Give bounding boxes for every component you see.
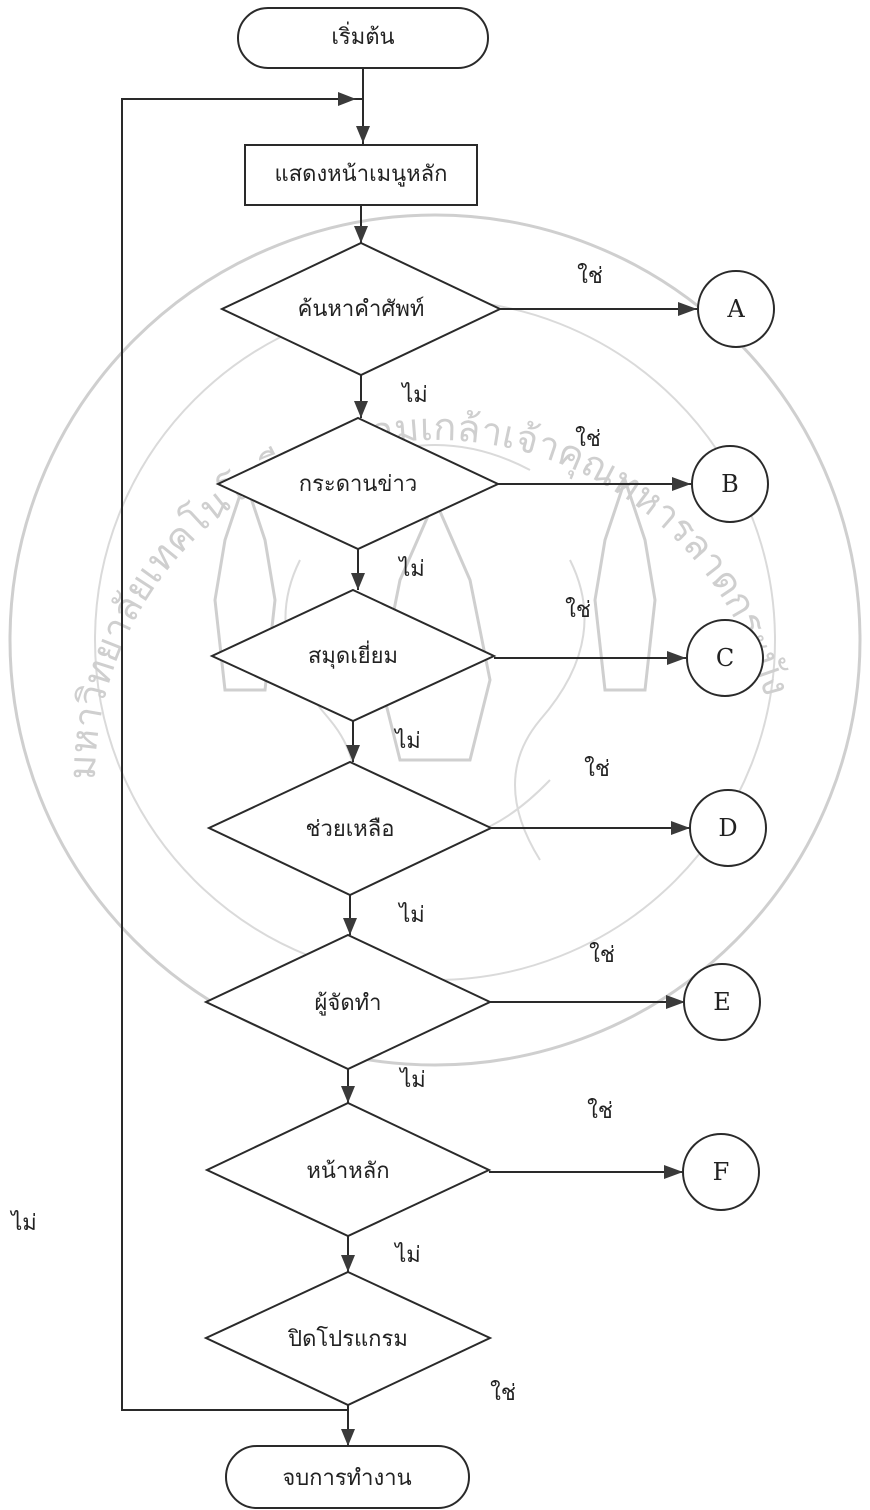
no-label: ไม่ [393, 728, 421, 754]
connector-label: D [718, 814, 737, 842]
decision-label: กระดานข่าว [299, 472, 417, 497]
yes-label: ใช่ [575, 426, 601, 452]
no-label: ไม่ [393, 1242, 421, 1268]
start-label: เริ่มต้น [331, 21, 394, 50]
show-menu-label: แสดงหน้าเมนูหลัก [275, 162, 448, 187]
yes-label: ใช่ [584, 756, 610, 782]
yes-label: ใช่ [589, 942, 615, 968]
connector-label: E [713, 988, 731, 1016]
no-label: ไม่ [400, 382, 428, 408]
decision-help: ช่วยเหลือ ใช่ ไม่ D [209, 756, 766, 928]
no-label: ไม่ [397, 902, 425, 928]
no-label: ไม่ [398, 1067, 426, 1093]
yes-label: ใช่ [565, 597, 591, 623]
yes-label: ใช่ [490, 1380, 516, 1406]
yes-label: ใช่ [577, 263, 603, 289]
end-label: จบการทำงาน [282, 1466, 411, 1491]
decision-label: หน้าหลัก [306, 1159, 389, 1184]
connector-label: A [726, 295, 745, 323]
connector-label: F [713, 1158, 730, 1186]
end-terminal: จบการทำงาน [226, 1446, 469, 1508]
show-menu-process: แสดงหน้าเมนูหลัก [245, 145, 477, 205]
no-label: ไม่ [9, 1210, 37, 1236]
decision-label: ปิดโปรแกรม [287, 1326, 408, 1352]
connector-label: B [721, 470, 739, 498]
decision-label: สมุดเยี่ยม [308, 640, 398, 669]
decision-home-page: หน้าหลัก ใช่ ไม่ F [207, 1098, 759, 1268]
decision-label: ผู้จัดทำ [315, 991, 382, 1016]
yes-label: ใช่ [587, 1098, 613, 1124]
decision-label: ค้นหาคำศัพท์ [298, 297, 425, 322]
decision-label: ช่วยเหลือ [306, 817, 395, 842]
decision-developers: ผู้จัดทำ ใช่ ไม่ E [206, 935, 760, 1093]
start-terminal: เริ่มต้น [238, 8, 488, 68]
no-label: ไม่ [397, 556, 425, 582]
decision-search-words: ค้นหาคำศัพท์ ใช่ ไม่ A [222, 243, 774, 408]
connector-label: C [716, 644, 734, 672]
decision-close-program: ปิดโปรแกรม ใช่ ไม่ [9, 1210, 516, 1406]
